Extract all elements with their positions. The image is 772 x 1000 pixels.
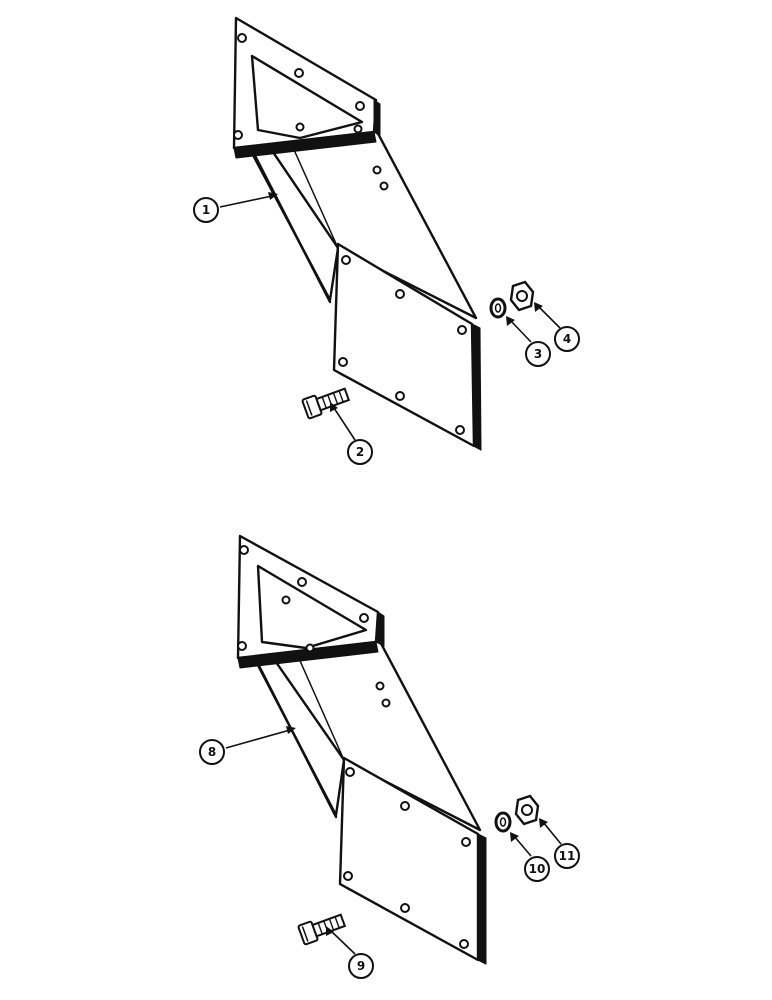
flange-hole xyxy=(297,577,307,587)
body-hole xyxy=(305,643,315,653)
callout-label-1: 1 xyxy=(202,203,210,217)
flange-hole xyxy=(395,391,405,401)
flange-hole xyxy=(239,545,249,555)
flange-hole xyxy=(237,641,247,651)
lower-flange-bottom-edge xyxy=(339,883,487,965)
flange-hole xyxy=(455,425,465,435)
flange-hole xyxy=(461,837,471,847)
flange-hole xyxy=(395,289,405,299)
flange-hole xyxy=(237,33,247,43)
upper-flange-thickness xyxy=(233,131,377,159)
callout-3: 3 xyxy=(506,316,551,367)
lock-washer-icon xyxy=(494,811,512,833)
callout-2: 2 xyxy=(330,402,373,465)
bolt-icon xyxy=(297,913,347,946)
upper-flange-thickness xyxy=(237,641,379,669)
flange-hole xyxy=(400,903,410,913)
body-hole xyxy=(379,181,389,191)
flange-hole xyxy=(343,871,353,881)
hex-nut-icon xyxy=(514,794,540,826)
flange-hole xyxy=(295,122,305,132)
flange-hole xyxy=(294,68,304,78)
callout-label-10: 10 xyxy=(529,862,546,876)
lock-washer-icon xyxy=(489,297,507,319)
upper-flange-edge xyxy=(373,99,381,137)
offset-adapter-top xyxy=(232,16,482,451)
upper-flange-edge xyxy=(375,611,385,647)
offset-adapter-bottom xyxy=(236,534,487,965)
flange-hole xyxy=(345,767,355,777)
body-hole xyxy=(372,165,382,175)
callout-label-4: 4 xyxy=(563,332,571,346)
upper-flange-opening xyxy=(250,54,364,140)
callout-label-9: 9 xyxy=(357,959,365,973)
flange-hole xyxy=(353,124,363,134)
callout-1: 1 xyxy=(193,192,278,223)
flange-hole xyxy=(459,939,469,949)
flange-hole xyxy=(400,801,410,811)
flange-hole xyxy=(359,613,369,623)
flange-hole xyxy=(338,357,348,367)
callout-8: 8 xyxy=(199,726,296,765)
body-hole xyxy=(375,681,385,691)
lower-flange-edge xyxy=(471,323,482,451)
lower-flange-edge xyxy=(477,833,487,965)
flange-hole xyxy=(281,595,291,605)
flange-hole xyxy=(457,325,467,335)
callout-11: 11 xyxy=(539,818,580,869)
callout-label-8: 8 xyxy=(208,745,216,759)
adapter-left-edge xyxy=(250,650,338,819)
callout-4: 4 xyxy=(534,302,580,352)
callout-10: 10 xyxy=(510,832,550,882)
flange-hole xyxy=(355,101,365,111)
hex-nut-icon xyxy=(509,280,535,312)
bolt-icon xyxy=(301,387,351,420)
callout-label-11: 11 xyxy=(559,849,576,863)
adapter-left-edge xyxy=(245,138,332,304)
callout-9: 9 xyxy=(326,926,374,979)
flange-hole xyxy=(341,255,351,265)
lower-flange-bottom-edge xyxy=(333,369,482,451)
callout-label-2: 2 xyxy=(356,445,364,459)
callout-label-3: 3 xyxy=(534,347,542,361)
body-hole xyxy=(381,698,391,708)
flange-hole xyxy=(233,130,243,140)
